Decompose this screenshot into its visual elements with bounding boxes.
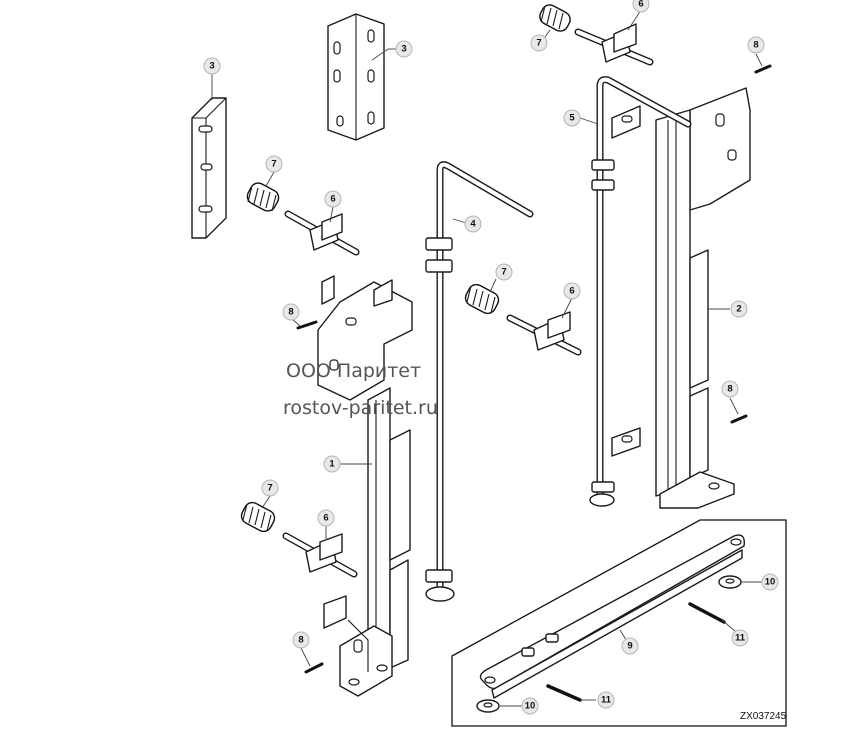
callout-8-left: 8 <box>282 303 300 321</box>
callout-4: 4 <box>464 215 482 233</box>
callout-7-top-left: 7 <box>265 155 283 173</box>
svg-text:10: 10 <box>525 701 536 712</box>
small-pin-part-8 <box>296 320 318 330</box>
callout-7-bottom-left: 7 <box>261 479 279 497</box>
small-pin-part-8 <box>730 414 748 424</box>
svg-text:6: 6 <box>638 0 643 10</box>
svg-text:9: 9 <box>627 641 632 652</box>
svg-text:6: 6 <box>323 513 328 524</box>
callout-11-left: 11 <box>597 691 615 709</box>
svg-text:8: 8 <box>727 384 732 395</box>
svg-text:6: 6 <box>569 286 574 297</box>
pin-part-6 <box>601 23 637 63</box>
svg-text:7: 7 <box>271 159 276 170</box>
svg-text:7: 7 <box>267 483 272 494</box>
pin-assembly-top-right <box>539 4 654 66</box>
callout-8-top-right: 8 <box>747 36 765 54</box>
pin-assembly-middle <box>464 283 582 356</box>
callout-10-right: 10 <box>761 573 779 591</box>
pin-assembly-bottom-left <box>240 501 358 578</box>
callout-11-right: 11 <box>731 629 749 647</box>
callout-3-upper: 3 <box>395 40 413 58</box>
rod-part-4 <box>425 161 534 602</box>
svg-text:11: 11 <box>601 695 612 706</box>
svg-text:8: 8 <box>288 307 293 318</box>
svg-text:7: 7 <box>501 267 506 278</box>
pin-part-6 <box>533 311 571 351</box>
callout-9: 9 <box>621 637 639 655</box>
callout-5: 5 <box>563 109 581 127</box>
pin-assembly-top-left <box>246 182 360 256</box>
rod-part-5 <box>589 76 692 507</box>
inset-panel <box>451 519 787 727</box>
figure-reference-code: ZX037245 <box>740 711 787 722</box>
post-part-1 <box>317 275 413 697</box>
pin-part-6 <box>309 213 343 251</box>
callout-3-left: 3 <box>203 57 221 75</box>
pin-part-8-group <box>296 64 772 674</box>
small-pin-part-8 <box>754 64 772 74</box>
callout-6-top-left: 6 <box>324 190 342 208</box>
link-bar-part-9 <box>479 534 745 699</box>
svg-text:8: 8 <box>753 40 758 51</box>
svg-text:3: 3 <box>209 61 214 72</box>
post-part-2 <box>611 87 751 509</box>
leader-lines <box>211 9 763 707</box>
spring-part-7 <box>246 182 280 212</box>
svg-text:6: 6 <box>330 194 335 205</box>
bracket-part-3-left <box>191 97 227 239</box>
svg-text:11: 11 <box>735 633 746 644</box>
callout-6-bottom-left: 6 <box>317 509 335 527</box>
small-pin-part-8 <box>304 662 324 674</box>
spring-part-7 <box>240 501 276 533</box>
callout-6-middle: 6 <box>563 282 581 300</box>
cotter-pin-part-11 <box>546 602 726 702</box>
spring-part-7 <box>464 283 500 315</box>
svg-text:10: 10 <box>765 577 776 588</box>
svg-text:5: 5 <box>569 113 575 124</box>
svg-text:8: 8 <box>298 635 303 646</box>
callout-8-bottom-left: 8 <box>292 631 310 649</box>
callout-6-top-right: 6 <box>632 0 650 13</box>
callout-2: 2 <box>730 300 748 318</box>
watermark-url: rostov-paritet.ru <box>283 397 438 419</box>
callout-8-right: 8 <box>721 380 739 398</box>
pin-part-6 <box>305 533 343 573</box>
spring-part-7 <box>539 4 571 32</box>
callout-7-middle: 7 <box>495 263 513 281</box>
svg-text:2: 2 <box>736 304 741 315</box>
washer-part-10 <box>476 575 742 713</box>
svg-text:1: 1 <box>329 459 335 470</box>
callout-7-top-right: 7 <box>530 34 548 52</box>
watermark-company: ООО Паритет <box>286 360 421 382</box>
svg-text:4: 4 <box>470 219 476 230</box>
svg-text:7: 7 <box>536 38 541 49</box>
callout-1: 1 <box>323 455 341 473</box>
bracket-part-3-upper <box>327 13 385 141</box>
svg-text:3: 3 <box>401 44 406 55</box>
callout-10-left: 10 <box>521 697 539 715</box>
